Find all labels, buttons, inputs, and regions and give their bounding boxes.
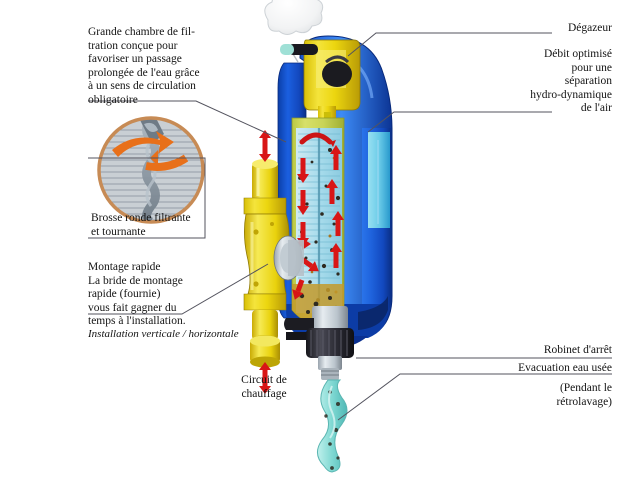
callout-text: Robinet d'arrêt (543, 344, 612, 356)
callout-debit-optimise: Débit optimisé pour une séparation hydro… (452, 48, 612, 116)
callout-text: Evacuation eau usée (518, 362, 612, 374)
callout-text: Dégazeur (567, 22, 612, 34)
brass-quick-mount-valve (243, 159, 304, 345)
callout-robinet-d-arret: Robinet d'arrêt (452, 344, 612, 358)
filtration-chamber (291, 117, 345, 325)
brush-photo-inset (97, 116, 205, 224)
waste-water-stream (317, 379, 348, 473)
callout-text: (Pendant le rétrolavage) (556, 382, 612, 408)
callout-installation-verticale-horizontale: Installation verticale / horizontale (88, 328, 248, 341)
callout-text: Montage rapide La bride de montage rapid… (88, 261, 186, 328)
heating-circuit-bottom-pipe (250, 335, 280, 368)
callout-brosse-ronde-filtrante: Brosse ronde filtrante et tournante (91, 212, 221, 239)
callout-text: Grande chambre de fil- tration conçue po… (88, 26, 200, 106)
device-blue-shell (277, 35, 393, 348)
callout-degazeur: Dégazeur (452, 22, 612, 36)
callout-circuit-de-chauffage: Circuit de chauffage (212, 374, 316, 401)
drain-shutoff-assembly (284, 306, 354, 380)
callout-text: Circuit de chauffage (241, 374, 287, 400)
callout-montage-rapide: Montage rapide La bride de montage rapid… (88, 261, 218, 329)
callout-evacuation-eau-usee: Evacuation eau usée (452, 362, 612, 376)
flow-arrows (261, 145, 344, 300)
callout-text: Brosse ronde filtrante et tournante (91, 212, 191, 238)
steam-cloud-icon (264, 0, 324, 63)
degasser-vent-assembly (280, 39, 361, 132)
heating-circuit-arrows (259, 130, 271, 394)
callout-grande-chambre-de-filtration: Grande chambre de fil- tration conçue po… (88, 26, 228, 107)
callout-text: Débit optimisé pour une séparation hydro… (530, 48, 612, 115)
callout-pendant-le-retrolavage: (Pendant le rétrolavage) (452, 382, 612, 409)
callout-text: Installation verticale / horizontale (88, 328, 239, 340)
